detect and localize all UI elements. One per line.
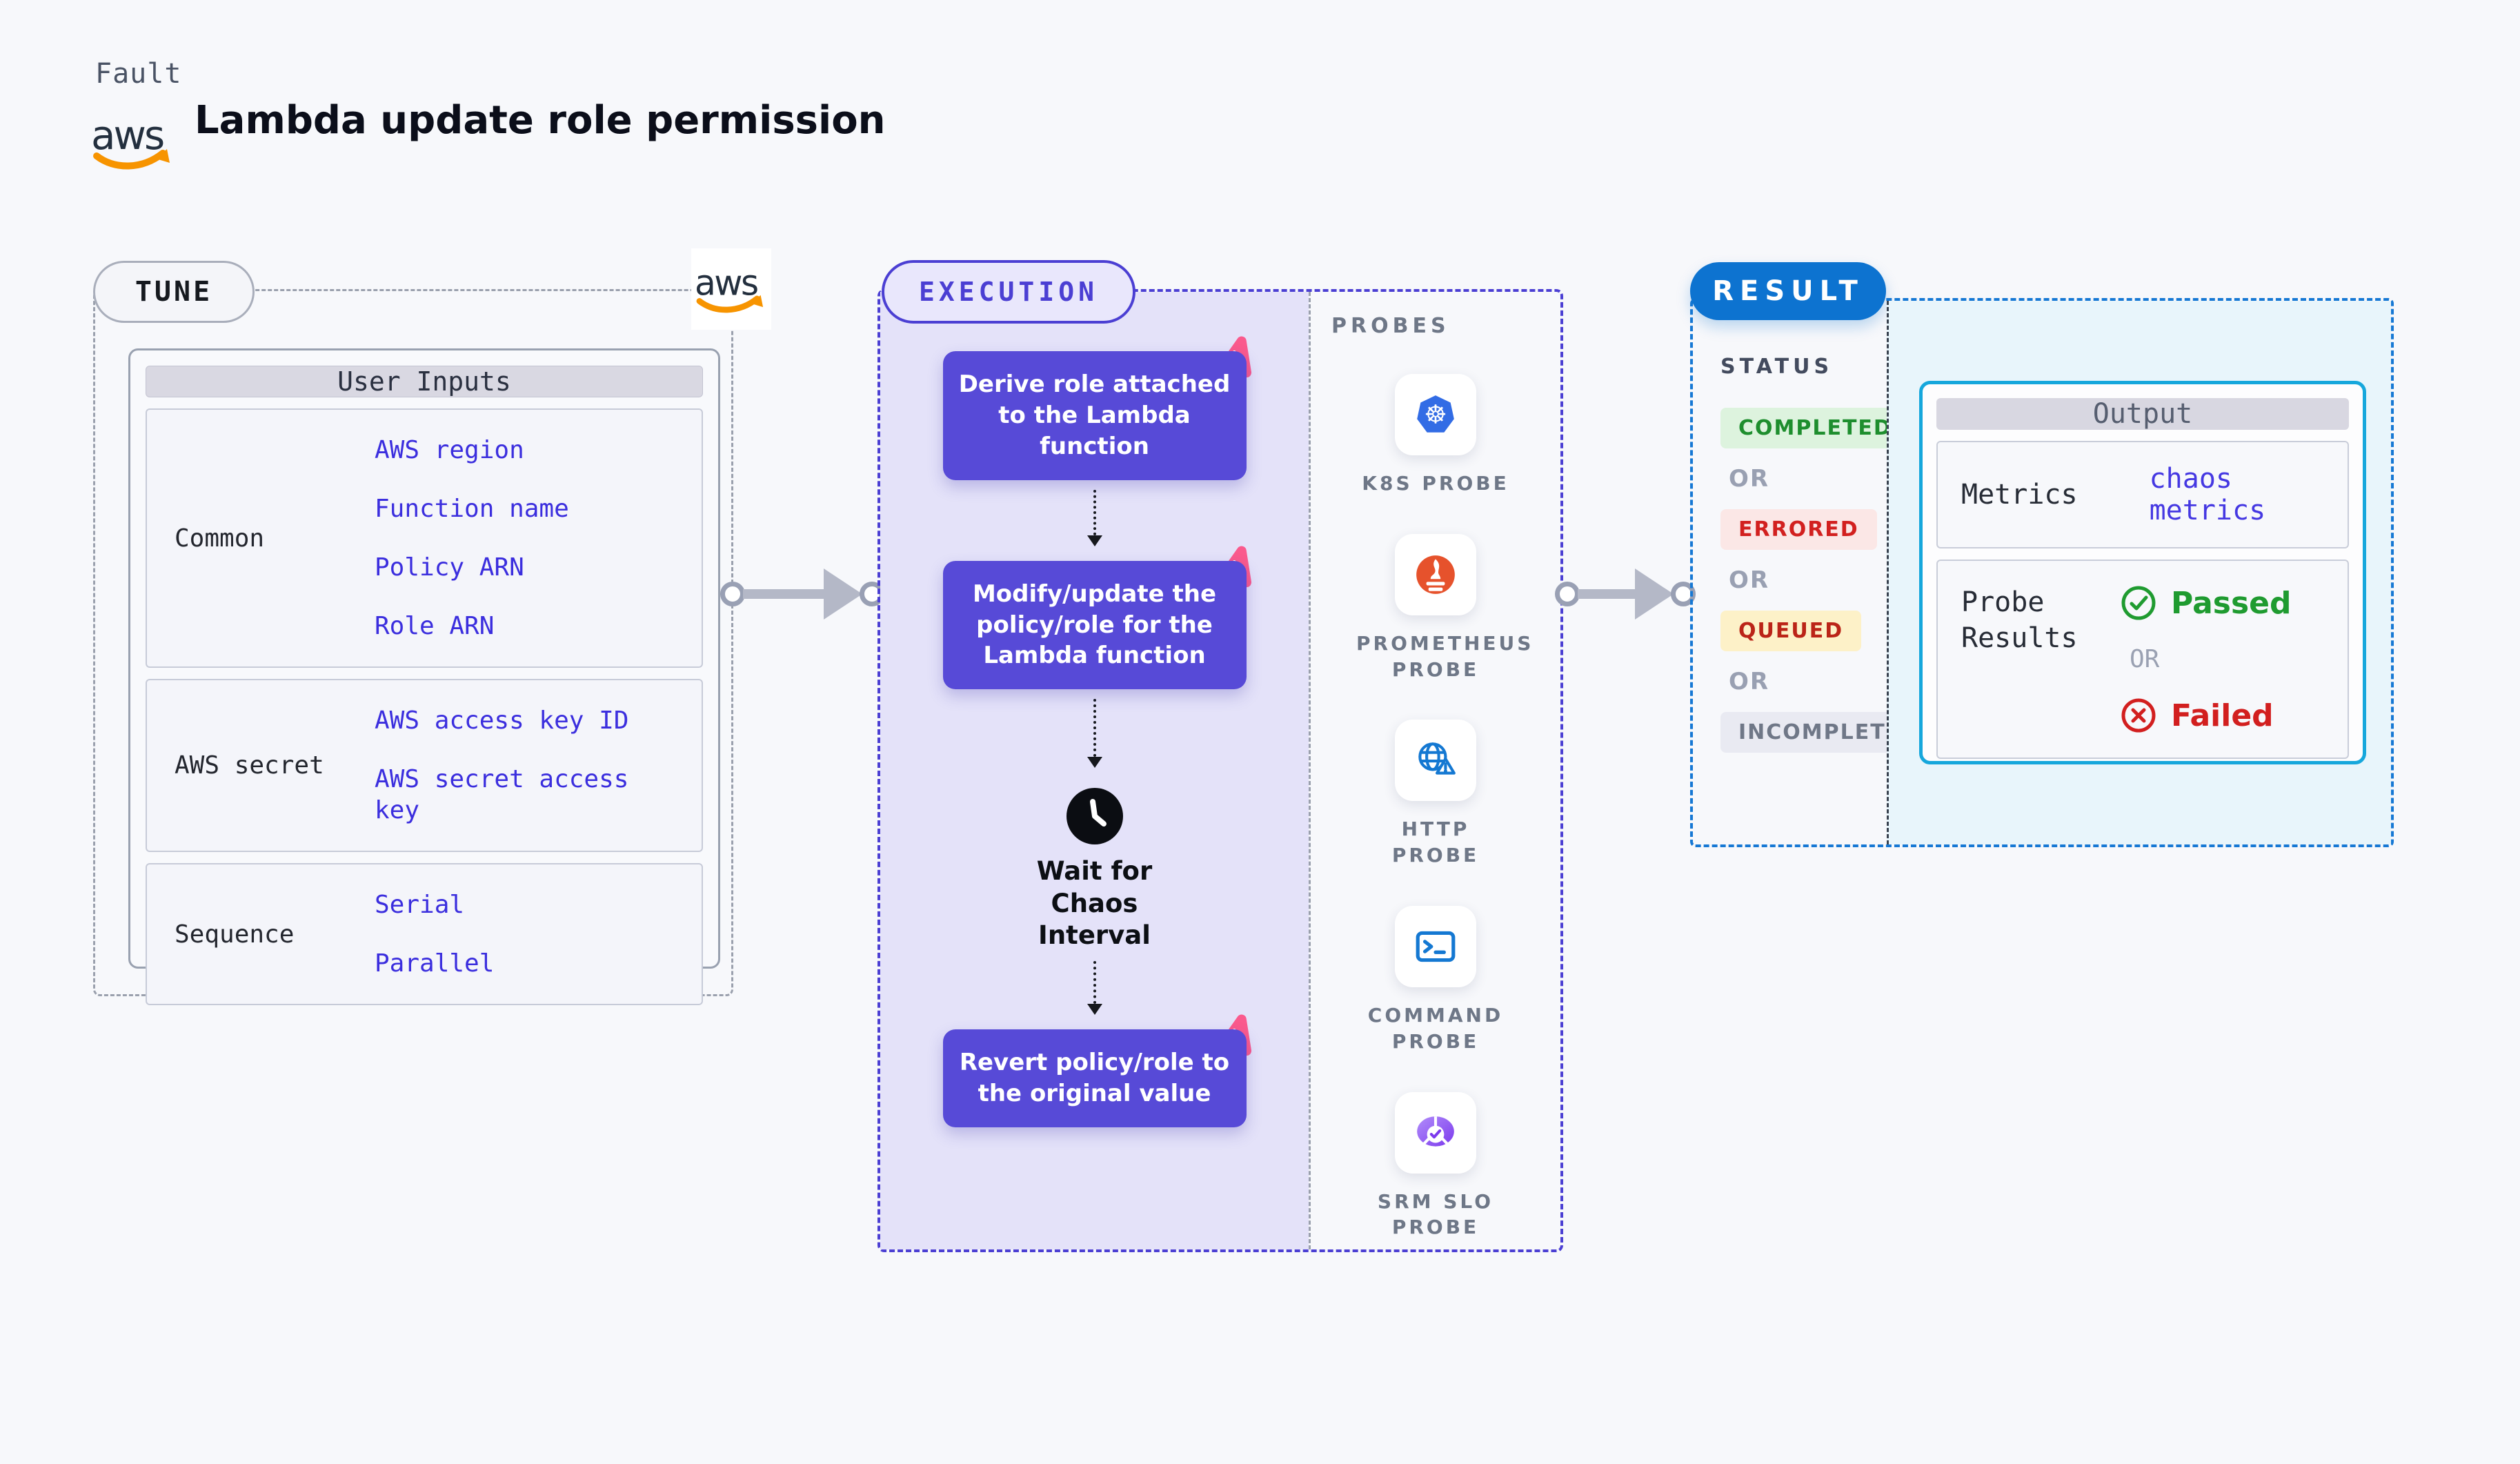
connector-line — [743, 589, 826, 599]
flow-arrowhead-icon — [1087, 535, 1102, 554]
metrics-label: Metrics — [1961, 479, 2078, 511]
step-revert-policy: Revert policy/role to the original value — [942, 1014, 1251, 1127]
or-separator: OR — [1729, 668, 1770, 695]
metrics-row: Metrics chaos metrics — [1936, 441, 2349, 548]
probe-results-label: Probe Results — [1961, 586, 2078, 654]
or-separator: OR — [1729, 566, 1770, 594]
probe-item-command: COMMAND PROBE — [1356, 905, 1515, 1055]
input-link-role-arn[interactable]: Role ARN — [375, 612, 495, 640]
result-pill: RESULT — [1690, 262, 1886, 320]
aws-icon: aws — [695, 263, 764, 313]
tune-pill: TUNE — [93, 261, 255, 323]
http-globe-warning-icon — [1418, 742, 1456, 775]
execution-to-result-arrow — [1555, 568, 1696, 620]
user-inputs-card: User Inputs Common AWS region Function n… — [128, 348, 720, 1005]
or-separator: OR — [2130, 645, 2160, 673]
connector-start-dot — [720, 582, 745, 606]
input-link-policy-arn[interactable]: Policy ARN — [375, 553, 524, 582]
probe-label: COMMAND PROBE — [1367, 1003, 1504, 1053]
chaos-metrics-link[interactable]: chaos metrics — [2149, 463, 2266, 526]
result-section: RESULT STATUS COMPLETED OR ERRORED OR QU… — [1690, 262, 2394, 847]
probe-results-row: Probe Results Passed OR — [1936, 560, 2349, 759]
probe-list: ☸ K8S PROBE PROMETHEUS PROBE — [1356, 374, 1534, 1278]
status-badge-completed: COMPLETED — [1720, 408, 1910, 448]
input-link-access-key-id[interactable]: AWS access key ID — [375, 706, 629, 735]
output-area: Output Metrics chaos metrics Probe Resul… — [1887, 301, 2391, 844]
probe-item-k8s: ☸ K8S PROBE — [1356, 374, 1515, 497]
step-derive-role: Derive role attached to the Lambda funct… — [942, 336, 1251, 480]
flow-dotted-line — [1093, 961, 1096, 1004]
input-link-parallel[interactable]: Parallel — [375, 949, 495, 978]
arrowhead-icon — [824, 568, 862, 620]
user-inputs-row-sequence: Sequence Serial Parallel — [146, 863, 703, 1005]
slo-pie-check-icon — [1417, 1116, 1454, 1147]
or-separator: OR — [1729, 465, 1770, 493]
input-link-function-name[interactable]: Function name — [375, 495, 569, 523]
step-label: Modify/update the policy/role for the La… — [942, 560, 1247, 690]
row-label: AWS secret — [175, 751, 324, 780]
clock-icon — [1066, 788, 1123, 845]
connector-start-dot — [1555, 582, 1580, 606]
page-title: Lambda update role permission — [195, 98, 886, 143]
probe-item-prometheus: PROMETHEUS PROBE — [1356, 533, 1534, 683]
probe-label: HTTP PROBE — [1391, 818, 1480, 867]
output-title: Output — [1936, 398, 2349, 430]
row-label: Sequence — [175, 920, 295, 949]
execution-pill: EXECUTION — [882, 260, 1135, 324]
status-badge-queued: QUEUED — [1720, 611, 1862, 651]
flow-arrowhead-icon — [1087, 1004, 1102, 1022]
flow-arrowhead-icon — [1087, 757, 1102, 775]
svg-text:aws: aws — [695, 263, 757, 304]
execution-section: EXECUTION Derive role attached to the La… — [877, 260, 1563, 1252]
arrowhead-icon — [1635, 568, 1674, 620]
kubernetes-icon: ☸ — [1417, 395, 1454, 433]
user-inputs-title: User Inputs — [146, 366, 703, 397]
execution-flow: Derive role attached to the Lambda funct… — [880, 292, 1309, 1249]
probe-item-http: HTTP PROBE — [1356, 720, 1515, 869]
fault-kicker: Fault — [95, 58, 182, 90]
probes-panel: PROBES ☸ K8S PROBE — [1309, 292, 1560, 1249]
tune-to-execution-arrow — [720, 568, 884, 620]
failed-label: Failed — [2171, 698, 2274, 733]
probe-item-srm-slo: SRM SLO PROBE — [1356, 1091, 1515, 1241]
input-link-aws-region[interactable]: AWS region — [375, 436, 524, 464]
step-modify-policy: Modify/update the policy/role for the La… — [942, 546, 1251, 690]
status-badge-errored: ERRORED — [1720, 509, 1877, 550]
flow-dotted-line — [1093, 489, 1096, 535]
aws-corner-logo: aws — [691, 248, 771, 330]
prometheus-icon — [1416, 555, 1455, 594]
row-label: Common — [175, 524, 265, 553]
probe-tile — [1395, 533, 1476, 615]
output-card: Output Metrics chaos metrics Probe Resul… — [1919, 381, 2366, 764]
status-column: STATUS COMPLETED OR ERRORED OR QUEUED OR… — [1693, 301, 1938, 844]
user-inputs-row-aws-secret: AWS secret AWS access key ID AWS secret … — [146, 679, 703, 852]
terminal-icon — [1416, 931, 1456, 962]
probe-label: PROMETHEUS PROBE — [1356, 631, 1534, 681]
passed-label: Passed — [2171, 585, 2292, 621]
status-heading: STATUS — [1720, 355, 1834, 379]
step-label: Derive role attached to the Lambda funct… — [942, 351, 1247, 480]
input-link-serial[interactable]: Serial — [375, 891, 465, 919]
probe-tile — [1395, 720, 1476, 802]
probe-label: K8S PROBE — [1362, 472, 1509, 495]
probe-tile — [1395, 905, 1476, 987]
probe-tile: ☸ — [1395, 374, 1476, 455]
user-inputs-row-common: Common AWS region Function name Policy A… — [146, 408, 703, 668]
passed-line: Passed — [2120, 584, 2291, 622]
step-label: Revert policy/role to the original value — [942, 1029, 1247, 1127]
connector-line — [1578, 589, 1637, 599]
x-circle-icon — [2121, 698, 2156, 733]
input-link-secret-access-key[interactable]: AWS secret access key — [375, 765, 629, 824]
svg-text:☸: ☸ — [1424, 399, 1447, 429]
flow-dotted-line — [1093, 699, 1096, 758]
aws-logo-text: aws — [91, 112, 163, 159]
tune-section: TUNE aws User Inputs Common AWS region F… — [93, 248, 771, 1005]
failed-line: Failed — [2120, 697, 2291, 734]
check-circle-icon — [2121, 586, 2156, 620]
aws-logo: aws — [90, 110, 177, 174]
wait-step-label: Wait for Chaos Interval — [1036, 856, 1153, 950]
probes-heading: PROBES — [1331, 314, 1450, 338]
probe-tile — [1395, 1091, 1476, 1174]
probe-label: SRM SLO PROBE — [1377, 1189, 1494, 1239]
